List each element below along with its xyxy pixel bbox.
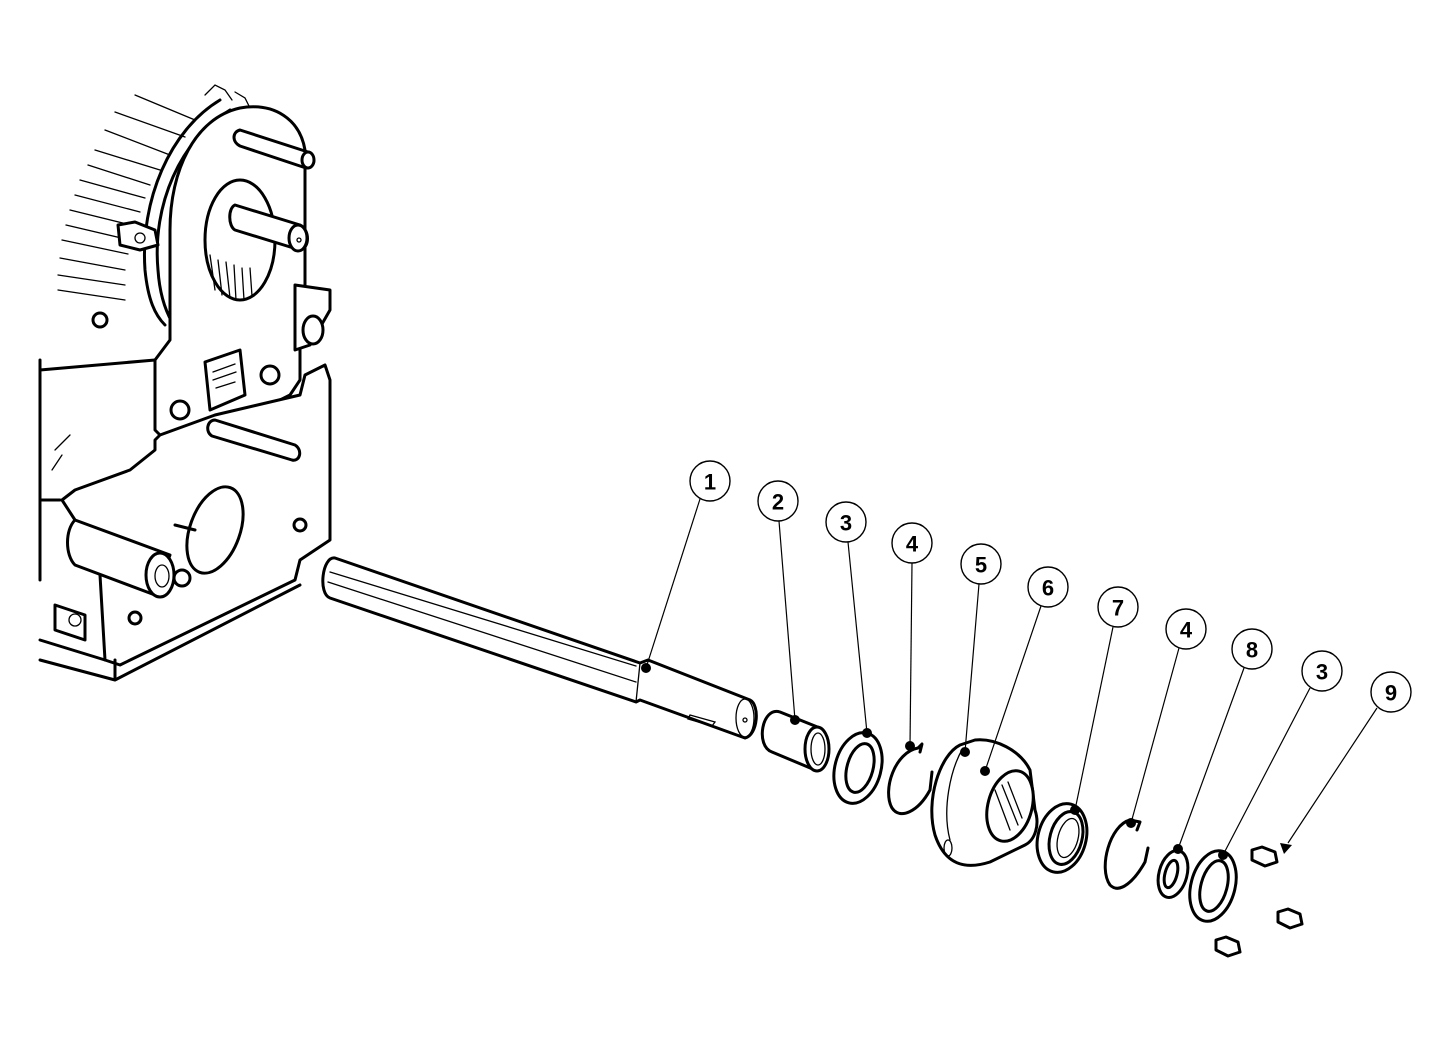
callout-7[interactable]: 7 xyxy=(1070,586,1139,815)
callout-group: 1 2 3 4 5 6 xyxy=(641,460,1412,860)
callout-label: 7 xyxy=(1112,596,1124,621)
part-circlip xyxy=(887,742,934,815)
callout-8[interactable]: 8 xyxy=(1173,628,1273,854)
callout-label: 4 xyxy=(1180,618,1193,643)
callout-label: 4 xyxy=(906,532,919,557)
callout-label: 1 xyxy=(704,470,716,495)
callout-label: 5 xyxy=(975,553,987,578)
part-circlip-2 xyxy=(1103,818,1150,890)
callout-label: 2 xyxy=(772,490,784,515)
callout-label: 9 xyxy=(1385,681,1397,706)
callout-label: 3 xyxy=(840,511,852,536)
callout-3[interactable]: 3 xyxy=(825,501,872,738)
part-bushing xyxy=(760,710,831,773)
part-shaft xyxy=(321,556,758,740)
part-screws xyxy=(1214,843,1304,958)
callout-label: 6 xyxy=(1042,576,1054,601)
motor-cooling-fins xyxy=(57,94,196,301)
arrowhead-icon xyxy=(1280,843,1292,854)
part-seal-ring xyxy=(832,731,884,805)
callout-4b[interactable]: 4 xyxy=(1126,608,1207,828)
callout-6[interactable]: 6 xyxy=(980,566,1069,776)
callout-9[interactable]: 9 xyxy=(1287,671,1412,844)
callout-label: 8 xyxy=(1246,638,1258,663)
callout-label: 3 xyxy=(1316,660,1328,685)
part-bearing-housing xyxy=(930,738,1039,867)
callout-2[interactable]: 2 xyxy=(757,480,800,725)
part-spacer-ring xyxy=(1156,849,1190,899)
part-seal-ring-2 xyxy=(1188,849,1238,923)
gearbox-machine-body xyxy=(38,84,332,682)
callout-5[interactable]: 5 xyxy=(960,543,1002,757)
callout-3b[interactable]: 3 xyxy=(1218,650,1343,860)
callout-1[interactable]: 1 xyxy=(641,460,731,673)
callout-4[interactable]: 4 xyxy=(891,522,933,751)
part-bearing xyxy=(1035,802,1089,874)
